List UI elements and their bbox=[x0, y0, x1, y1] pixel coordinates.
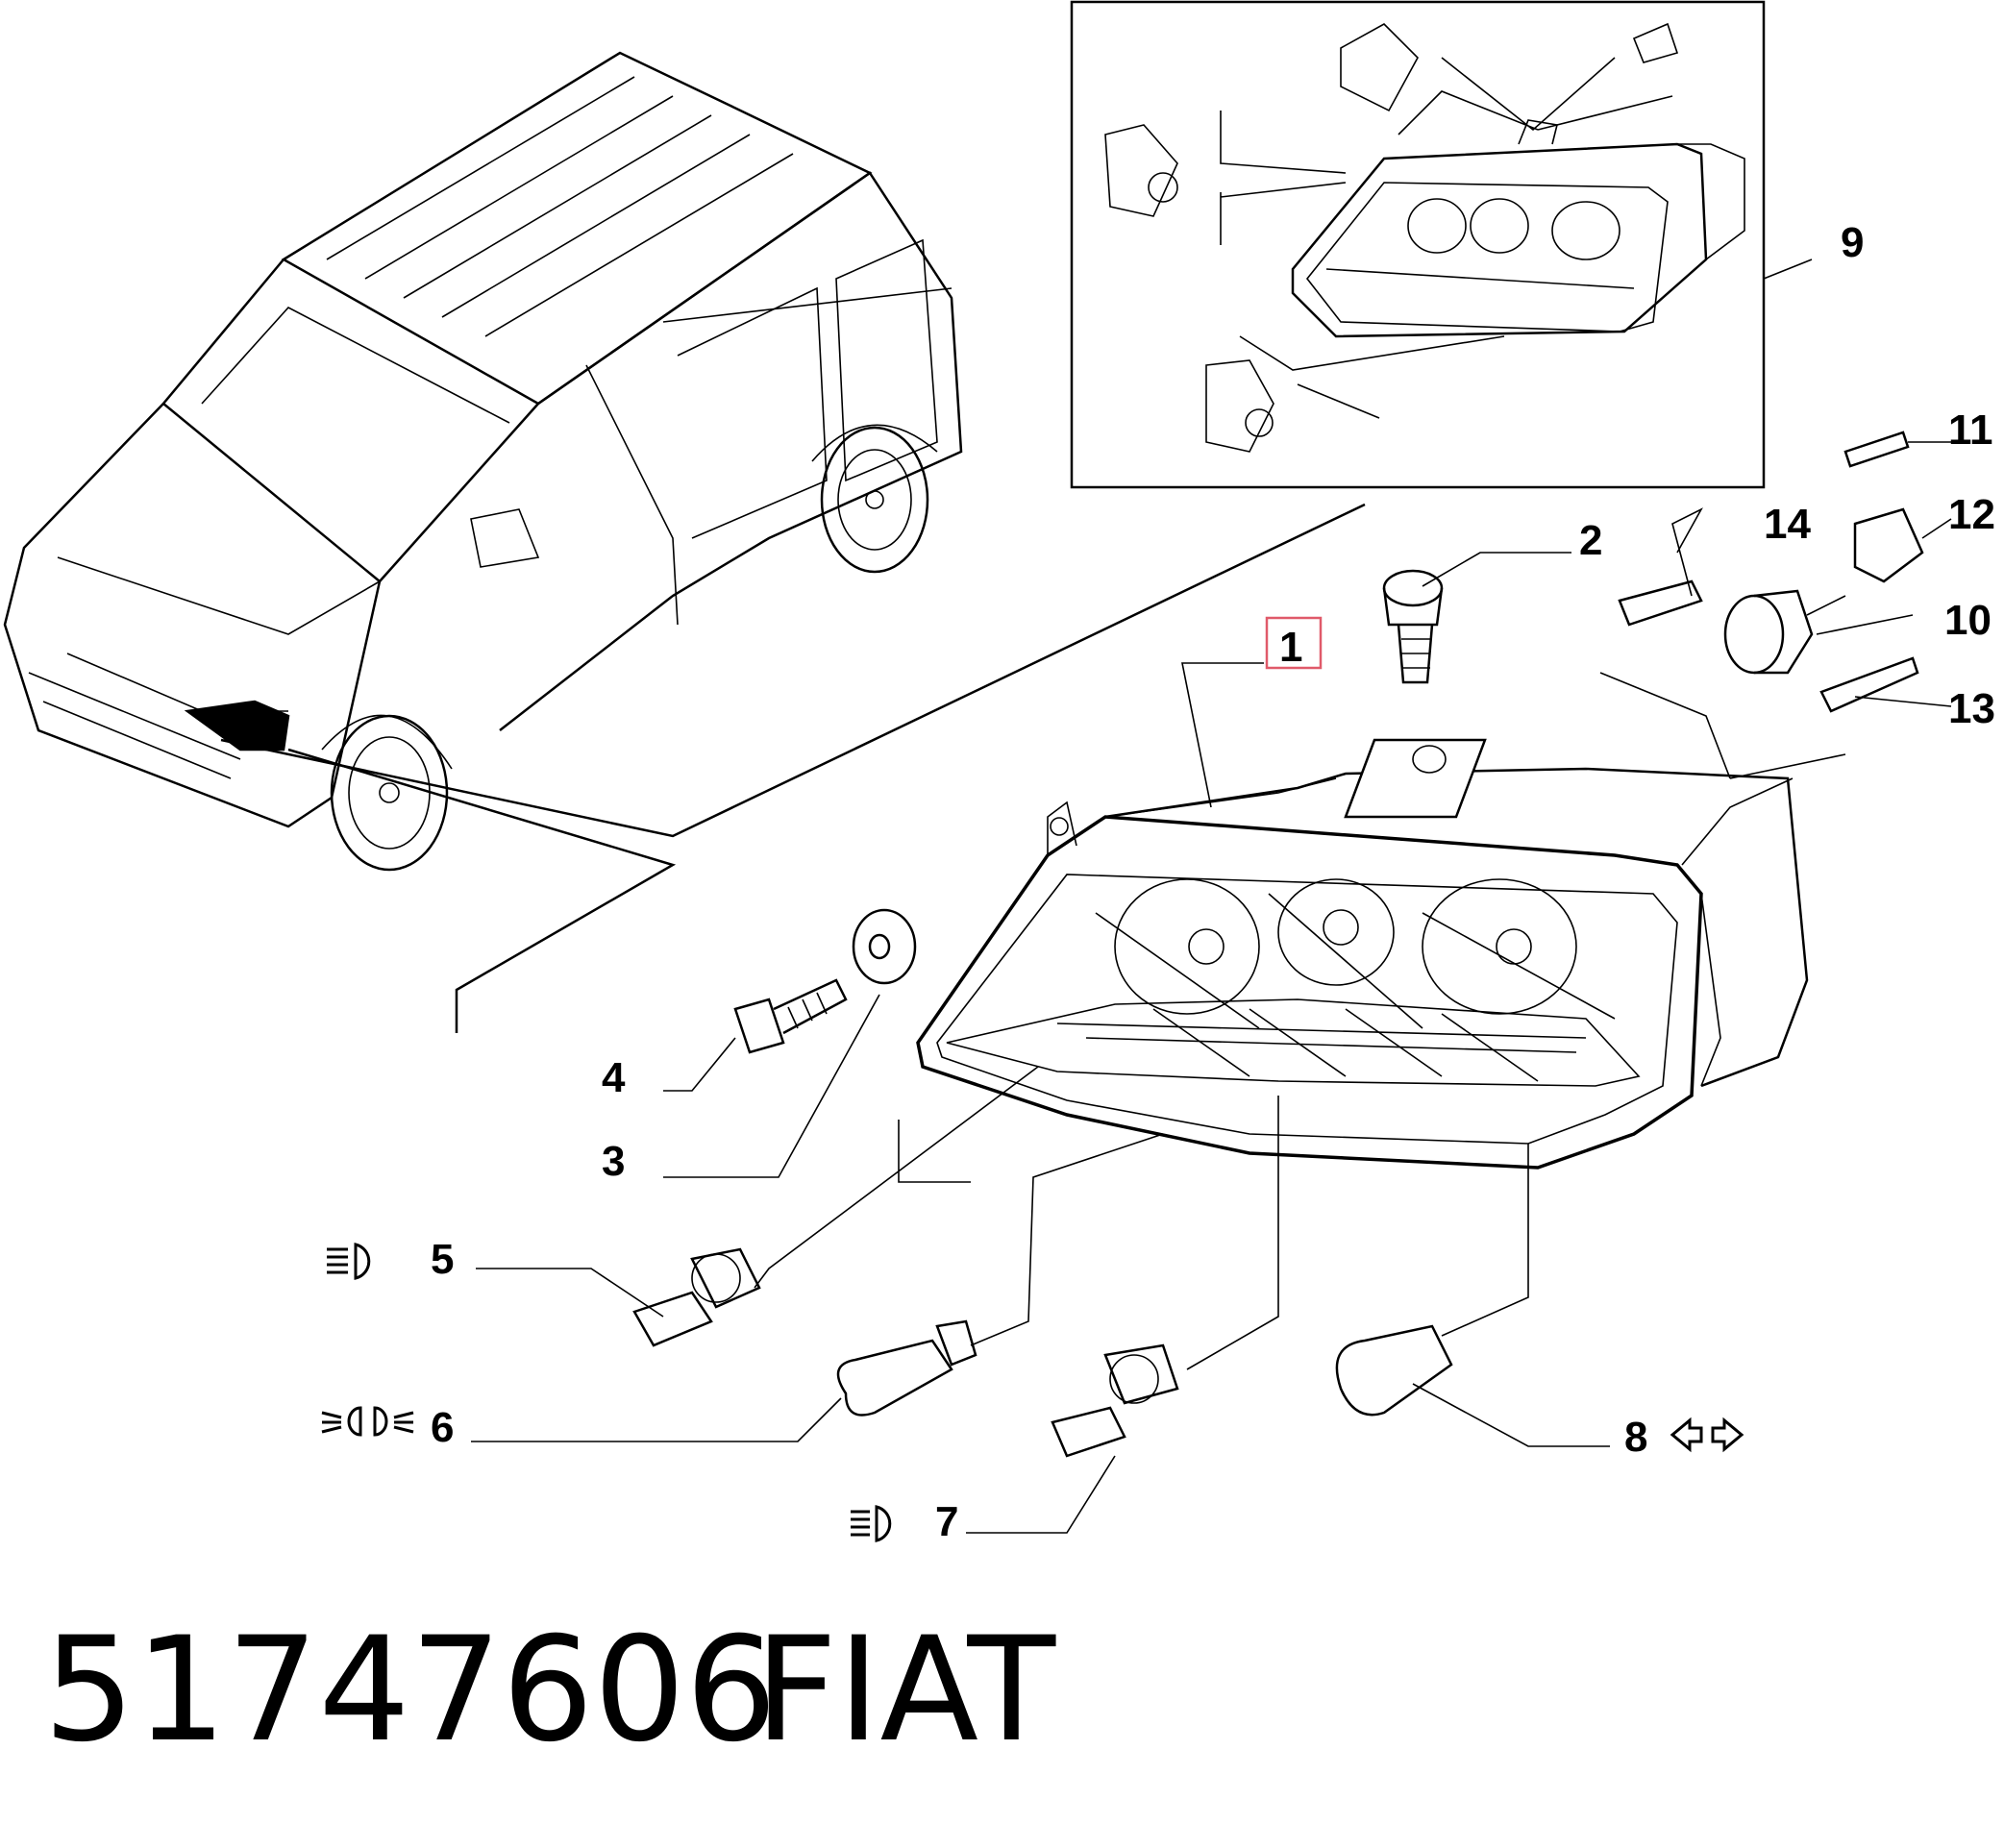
car-illustration bbox=[3, 51, 963, 872]
label-8[interactable]: 8 bbox=[1624, 1414, 1647, 1461]
inset-box bbox=[1070, 0, 1813, 489]
car-leader-lines bbox=[220, 503, 1366, 1033]
label-5[interactable]: 5 bbox=[431, 1236, 454, 1283]
label-13[interactable]: 13 bbox=[1948, 685, 1995, 732]
turn-signal-icon bbox=[1670, 1417, 1744, 1453]
label-14[interactable]: 14 bbox=[1764, 501, 1811, 548]
part-terminal-13 bbox=[1819, 656, 1919, 713]
part-clip-12 bbox=[1853, 507, 1924, 583]
part-terminal-14 bbox=[1618, 579, 1703, 627]
label-3[interactable]: 3 bbox=[602, 1138, 625, 1185]
high-beam-icon bbox=[851, 1505, 892, 1542]
label-11[interactable]: 11 bbox=[1948, 407, 1993, 454]
label-9[interactable]: 9 bbox=[1841, 219, 1864, 266]
part-bulb-6 bbox=[836, 1319, 977, 1417]
small-parts bbox=[632, 431, 1924, 1458]
part-number: 51747606 bbox=[43, 1607, 777, 1774]
main-headlamp bbox=[916, 738, 1809, 1170]
part-bulb-5 bbox=[632, 1247, 761, 1347]
part-plug-11 bbox=[1843, 431, 1910, 468]
part-screw-2 bbox=[1382, 569, 1444, 684]
brand-name: FIAT bbox=[755, 1607, 1056, 1774]
part-connector-10 bbox=[1723, 589, 1846, 675]
label-7[interactable]: 7 bbox=[935, 1498, 958, 1545]
label-1[interactable]: 1 bbox=[1279, 624, 1302, 671]
inset-small-parts bbox=[1104, 22, 1679, 453]
part-screw-4 bbox=[733, 978, 848, 1054]
inset-leaders bbox=[1220, 57, 1813, 419]
side-light-icon bbox=[321, 1406, 414, 1437]
label-6[interactable]: 6 bbox=[431, 1404, 454, 1451]
part-washer-3 bbox=[852, 908, 917, 985]
label-1-highlight-box bbox=[1265, 616, 1323, 670]
label-12[interactable]: 12 bbox=[1948, 491, 1995, 538]
part-bulb-7 bbox=[1051, 1343, 1179, 1458]
label-10[interactable]: 10 bbox=[1944, 597, 1992, 644]
label-2[interactable]: 2 bbox=[1579, 517, 1602, 564]
label-4[interactable]: 4 bbox=[602, 1054, 626, 1101]
part-bulb-8 bbox=[1335, 1324, 1453, 1417]
inset-headlamp bbox=[1291, 119, 1745, 338]
label-leaders bbox=[471, 441, 1952, 1534]
low-beam-icon bbox=[327, 1243, 371, 1280]
